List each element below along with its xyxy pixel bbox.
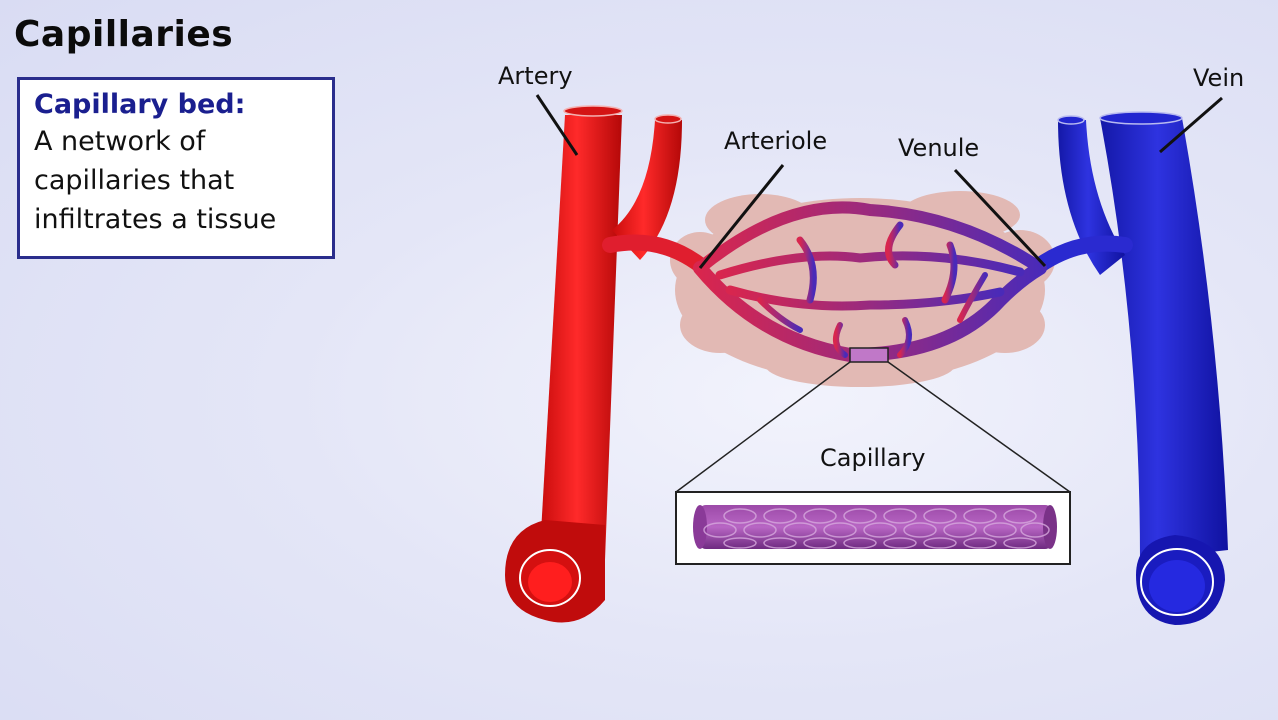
definition-line-3: infiltrates a tissue bbox=[34, 204, 277, 235]
capillary-zoom-marker bbox=[849, 347, 889, 363]
page-title: Capillaries bbox=[14, 14, 234, 55]
definition-line-2: capillaries that bbox=[34, 165, 235, 196]
vein-vessel bbox=[1057, 111, 1228, 625]
artery-label: Artery bbox=[498, 62, 573, 90]
artery-leader-line bbox=[535, 94, 579, 156]
arteriole-label: Arteriole bbox=[724, 127, 827, 155]
definition-box: Capillary bed: A network of capillaries … bbox=[17, 77, 335, 259]
artery-vessel bbox=[505, 105, 682, 623]
vein-leader-line bbox=[1159, 96, 1223, 154]
capillary-label: Capillary bbox=[820, 444, 925, 472]
capillary-tube bbox=[693, 505, 1057, 549]
definition-term: Capillary bed: bbox=[34, 89, 246, 120]
definition-line-1: A network of bbox=[34, 126, 206, 157]
zoom-line-right bbox=[887, 361, 1071, 493]
zoom-line-left bbox=[675, 361, 851, 493]
arteriole-leader-line bbox=[698, 164, 785, 269]
venule-label: Venule bbox=[898, 134, 979, 162]
vein-label: Vein bbox=[1193, 64, 1244, 92]
venule-leader-line bbox=[953, 168, 1047, 268]
capillary-network bbox=[602, 201, 1133, 363]
